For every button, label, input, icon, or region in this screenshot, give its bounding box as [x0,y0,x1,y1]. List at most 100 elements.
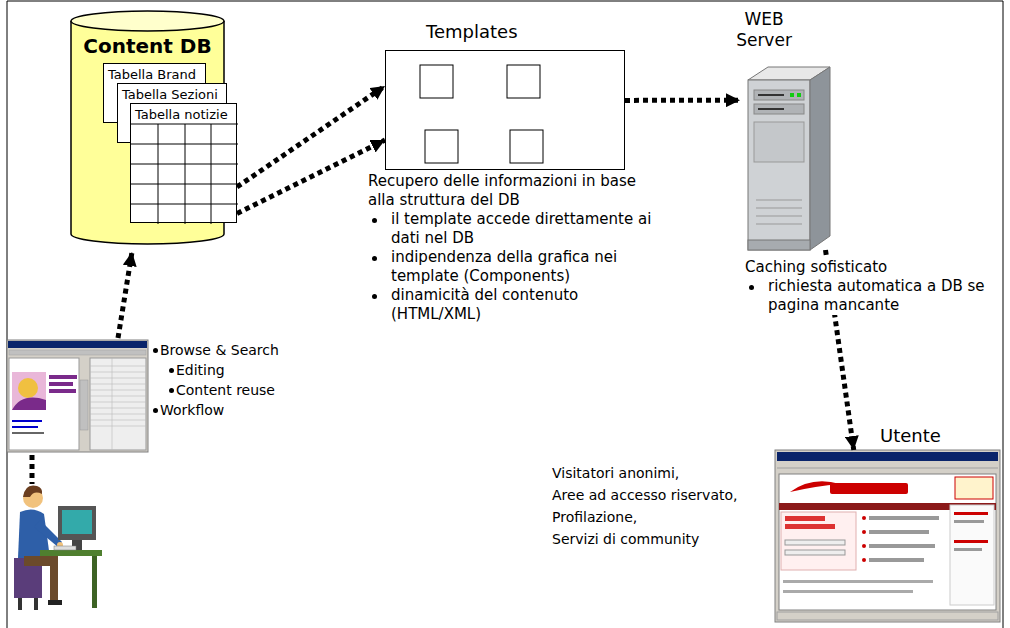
input-field [785,550,845,555]
side-column [950,505,994,605]
note-text: Workflow [160,400,328,420]
user-browser: Utente [775,450,1000,622]
drive-bay [754,90,804,100]
server-side [810,67,830,250]
browser-window [775,450,1000,622]
note-text: Content reuse [176,380,328,400]
dotted-connector [237,86,385,187]
server-led [797,93,801,97]
text-line [954,520,984,523]
text-line [869,516,939,520]
editor-image-shape [12,398,46,410]
server-vent [756,200,802,201]
note-row: richiesta automatica a DB se pagina manc… [745,277,997,315]
editor-heading-bar [49,375,77,379]
note-group: Caching sofisticatorichiesta automatica … [745,258,997,315]
note-row: dinamicità del contenuto (HTML/XML) [368,286,656,324]
note-row: Profilazione, [552,506,770,528]
cylinder-top [71,11,224,31]
dotted-connector [625,98,740,103]
note-text: Recupero delle informazioni in base alla… [368,172,656,210]
editor-text-line [12,432,44,434]
note-text: indipendenza della grafica nei template … [391,248,656,286]
table-grid-lines [131,124,238,224]
bullet-dot [153,408,158,413]
template-slot [510,130,543,163]
note-row: Browse & Search [153,340,328,360]
keyboard [54,546,76,550]
bullet-dot [153,348,158,353]
text-line [783,590,913,593]
drive-slot [758,108,784,110]
dotted-arrow [118,252,132,338]
desk-leg [92,556,97,608]
note-text: Visitatori anonimi, [552,462,770,484]
browser-titlebar [777,452,998,461]
server-vent [756,216,802,217]
chair-leg [34,598,38,610]
editor-link-line [12,420,42,422]
chair-leg [18,598,22,610]
template-slot [420,65,453,98]
editor-document [9,358,79,450]
note-text: Servizi di community [552,528,770,550]
node-heading: WEB Server [726,9,802,51]
note-row: Recupero delle informazioni in base alla… [368,172,656,210]
note-text: il template accede direttamente ai dati … [391,210,656,248]
dotted-connector [237,140,385,213]
status-bar [777,612,998,620]
bullet-dot [372,294,377,299]
drive-bay [754,104,804,114]
bullet-dot [749,285,754,290]
editor-toolbar [9,350,146,355]
bullet-dot [372,256,377,261]
list-bullet [862,516,866,520]
editor-image-sun [18,378,38,398]
server-vent [756,208,802,209]
person-leg [50,556,58,602]
note-row: Workflow [153,400,328,420]
note-text: Profilazione, [552,506,770,528]
note-group: Recupero delle informazioni in base alla… [368,172,656,324]
promo-box [781,512,856,570]
monitor [58,506,96,540]
browser-toolbar-line [777,468,998,469]
text-line [954,548,982,551]
person-arm [34,520,62,547]
template-box: Templates [385,50,625,170]
text-line [869,558,924,562]
editor-link-line [12,426,38,428]
node-heading: Templates [426,21,586,43]
db-table: Tabella notizie [130,103,237,223]
note-group: Visitatori anonimi,Aree ad accesso riser… [552,462,770,550]
note-row: Servizi di community [552,528,770,550]
editor-window [7,340,148,452]
note-group: Browse & SearchEditingContent reuseWorkf… [153,340,328,420]
ad-box [955,477,993,499]
frame-line [7,1,1003,2]
note-row: Visitatori anonimi, [552,462,770,484]
note-text: richiesta automatica a DB se pagina manc… [768,277,997,315]
text-line [783,580,933,583]
note-row: Aree ad accesso riservato, [552,484,770,506]
promo-line [785,516,825,521]
server-front [748,80,810,250]
web-server: WEB Server [740,65,830,250]
table-name: Tabella Brand [104,65,200,85]
note-row: indipendenza della grafica nei template … [368,248,656,286]
list-bullet [862,544,866,548]
list-bullet [862,530,866,534]
server-panel [754,122,804,162]
person-hair [23,485,42,497]
frame-line [1003,1,1004,628]
promo-line [785,524,835,529]
list-bullet [862,558,866,562]
text-line [869,544,935,548]
editor-image [12,372,46,410]
editor-titlebar [8,341,147,348]
note-text: Editing [176,360,328,380]
editor-properties [90,358,146,450]
text-line [954,540,988,543]
note-row: il template accede direttamente ai dati … [368,210,656,248]
